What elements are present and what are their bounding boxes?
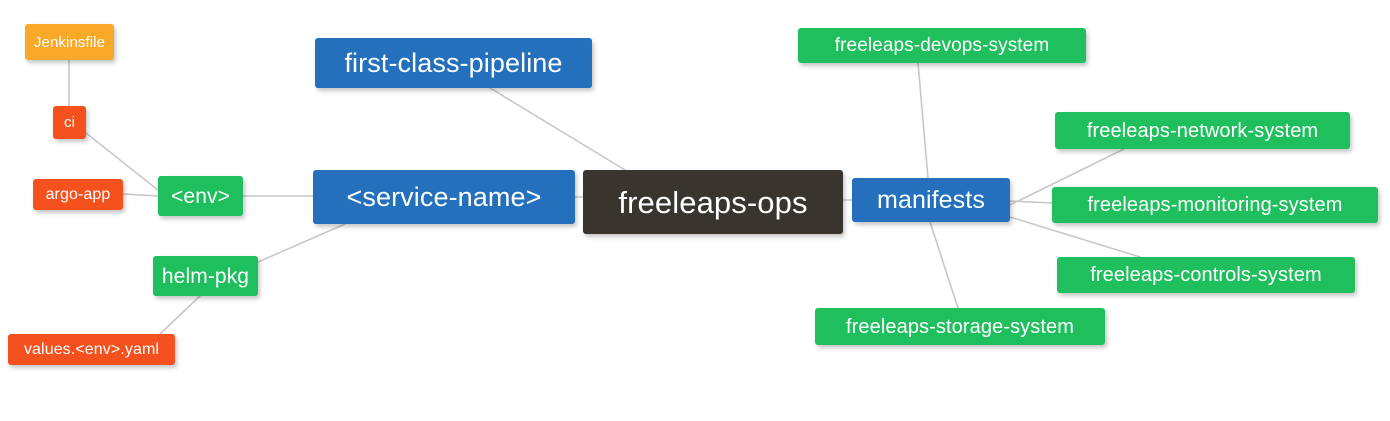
edge-manifests-to-devops-system — [917, 62, 929, 179]
node-label-argo-app: argo-app — [45, 185, 111, 203]
node-controls-system[interactable]: freeleaps-controls-system — [1057, 257, 1355, 293]
node-jenkinsfile[interactable]: Jenkinsfile — [25, 24, 114, 60]
node-label-storage-system: freeleaps-storage-system — [845, 315, 1075, 338]
edge-manifests-to-storage-system — [929, 221, 959, 309]
node-values-yaml[interactable]: values.<env>.yaml — [8, 334, 175, 365]
edge-manifests-to-controls-system — [1009, 216, 1141, 258]
edge-argo-app-to-env — [122, 193, 159, 197]
node-label-first-class-pipeline: first-class-pipeline — [344, 47, 563, 78]
node-freeleaps-ops[interactable]: freeleaps-ops — [583, 170, 843, 234]
node-helm-pkg[interactable]: helm-pkg — [153, 256, 258, 296]
node-label-helm-pkg: helm-pkg — [161, 264, 250, 288]
node-label-devops-system: freeleaps-devops-system — [834, 35, 1050, 56]
node-label-ci: ci — [63, 114, 76, 131]
node-label-service-name: <service-name> — [346, 181, 542, 212]
node-env[interactable]: <env> — [158, 176, 243, 216]
edge-helm-pkg-to-service-name — [257, 223, 346, 263]
node-label-controls-system: freeleaps-controls-system — [1090, 264, 1322, 286]
node-service-name[interactable]: <service-name> — [313, 170, 575, 224]
node-label-jenkinsfile: Jenkinsfile — [33, 33, 106, 51]
node-label-env: <env> — [171, 184, 230, 208]
node-argo-app[interactable]: argo-app — [33, 179, 123, 210]
node-label-monitoring-system: freeleaps-monitoring-system — [1087, 194, 1343, 216]
node-monitoring-system[interactable]: freeleaps-monitoring-system — [1052, 187, 1378, 223]
node-network-system[interactable]: freeleaps-network-system — [1055, 112, 1350, 149]
node-devops-system[interactable]: freeleaps-devops-system — [798, 28, 1086, 63]
node-storage-system[interactable]: freeleaps-storage-system — [815, 308, 1105, 345]
node-label-freeleaps-ops: freeleaps-ops — [618, 184, 808, 220]
node-label-network-system: freeleaps-network-system — [1086, 119, 1319, 142]
node-ci[interactable]: ci — [53, 106, 86, 139]
node-label-manifests: manifests — [877, 185, 985, 214]
node-manifests[interactable]: manifests — [852, 178, 1010, 222]
node-label-values-yaml: values.<env>.yaml — [23, 340, 160, 358]
edge-manifests-to-monitoring-system — [1009, 200, 1053, 204]
edge-values-yaml-to-helm-pkg — [159, 295, 201, 335]
edge-first-class-pipeline-to-freeleaps-ops — [489, 87, 626, 171]
node-first-class-pipeline[interactable]: first-class-pipeline — [315, 38, 592, 88]
